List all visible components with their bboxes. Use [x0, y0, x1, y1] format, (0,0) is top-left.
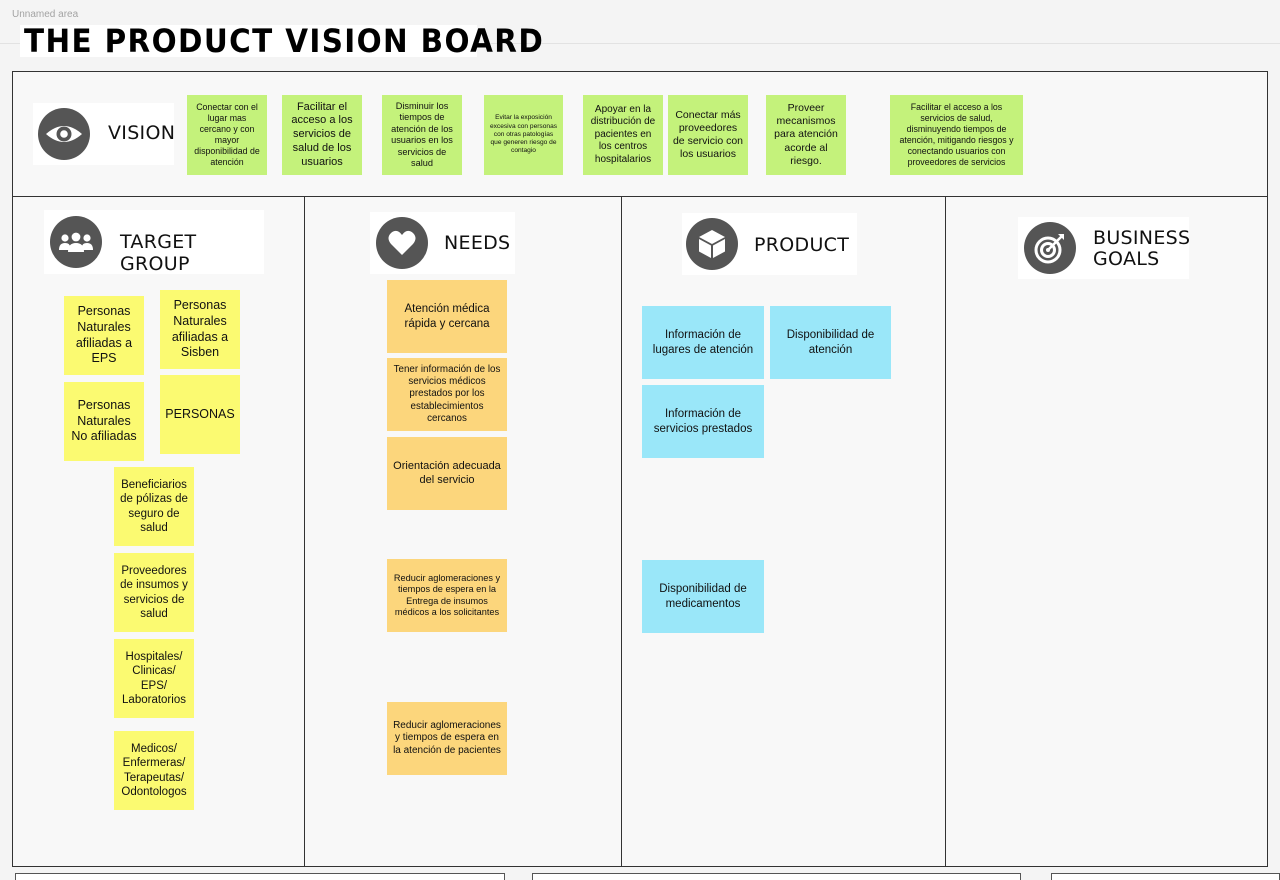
needs-note-4[interactable]: Reducir aglomeraciones y tiempos de espe… — [387, 559, 507, 632]
needs-label: NEEDS — [444, 232, 511, 254]
vision-note-6[interactable]: Conectar más proveedores de servicio con… — [668, 95, 748, 175]
vision-note-5[interactable]: Apoyar en la distribución de pacientes e… — [583, 95, 663, 175]
eye-icon — [38, 108, 90, 160]
title-background — [20, 25, 477, 57]
vision-header[interactable]: VISION — [33, 103, 176, 165]
business-goals-label-line2: GOALS — [1093, 248, 1160, 270]
target-note-3[interactable]: Personas Naturales No afiliadas — [64, 382, 144, 461]
group-icon — [50, 216, 102, 268]
product-note-2[interactable]: Disponibilidad de atención — [770, 306, 891, 379]
column-divider-1 — [304, 196, 305, 867]
vision-row-divider — [12, 196, 1268, 197]
vision-note-8[interactable]: Facilitar el acceso a los servicios de s… — [890, 95, 1023, 175]
heart-icon — [376, 217, 428, 269]
product-header[interactable]: PRODUCT — [682, 213, 857, 275]
target-note-1[interactable]: Personas Naturales afiliadas a EPS — [64, 296, 144, 375]
box-icon — [686, 218, 738, 270]
vision-note-3[interactable]: Disminuir los tiempos de atención de los… — [382, 95, 462, 175]
target-note-6[interactable]: Proveedores de insumos y servicios de sa… — [114, 553, 194, 632]
business-goals-label: BUSINESS GOALS — [1093, 228, 1190, 270]
product-note-1[interactable]: Información de lugares de atención — [642, 306, 764, 379]
vision-note-4[interactable]: Evitar la exposición excesiva con person… — [484, 95, 563, 175]
board-frame — [12, 71, 1268, 867]
needs-note-1[interactable]: Atención médica rápida y cercana — [387, 280, 507, 353]
vision-note-2[interactable]: Facilitar el acceso a los servicios de s… — [282, 95, 362, 175]
target-note-2[interactable]: Personas Naturales afiliadas a Sisben — [160, 290, 240, 369]
target-note-4[interactable]: PERSONAS — [160, 375, 240, 454]
product-label: PRODUCT — [754, 234, 850, 256]
target-group-header[interactable]: TARGET GROUP — [44, 210, 264, 275]
top-divider — [0, 43, 1280, 44]
column-divider-3 — [945, 196, 946, 867]
target-note-5[interactable]: Beneficiarios de pólizas de seguro de sa… — [114, 467, 194, 546]
needs-note-2[interactable]: Tener información de los servicios médic… — [387, 358, 507, 431]
next-board-edge-2 — [532, 873, 1021, 880]
needs-header[interactable]: NEEDS — [370, 212, 515, 274]
target-icon — [1024, 222, 1076, 274]
next-board-edge-1 — [15, 873, 505, 880]
product-note-3[interactable]: Información de servicios prestados — [642, 385, 764, 458]
target-group-label: TARGET GROUP — [120, 231, 197, 275]
business-goals-header[interactable]: BUSINESS GOALS — [1018, 217, 1190, 279]
vision-note-7[interactable]: Proveer mecanismos para atención acorde … — [766, 95, 846, 175]
business-goals-label-line1: BUSINESS — [1093, 227, 1191, 249]
column-divider-2 — [621, 196, 622, 867]
next-board-edge-3 — [1051, 873, 1280, 880]
needs-note-3[interactable]: Orientación adecuada del servicio — [387, 437, 507, 510]
product-note-4[interactable]: Disponibilidad de medicamentos — [642, 560, 764, 633]
vision-note-1[interactable]: Conectar con el lugar mas cercano y con … — [187, 95, 267, 175]
vision-label: VISION — [108, 122, 176, 144]
page-title[interactable]: THE PRODUCT VISION BOARD — [24, 22, 545, 60]
area-label: Unnamed area — [12, 9, 79, 20]
target-note-7[interactable]: Hospitales/ Clinicas/ EPS/ Laboratorios — [114, 639, 194, 718]
needs-note-5[interactable]: Reducir aglomeraciones y tiempos de espe… — [387, 702, 507, 775]
target-note-8[interactable]: Medicos/ Enfermeras/ Terapeutas/ Odontol… — [114, 731, 194, 810]
